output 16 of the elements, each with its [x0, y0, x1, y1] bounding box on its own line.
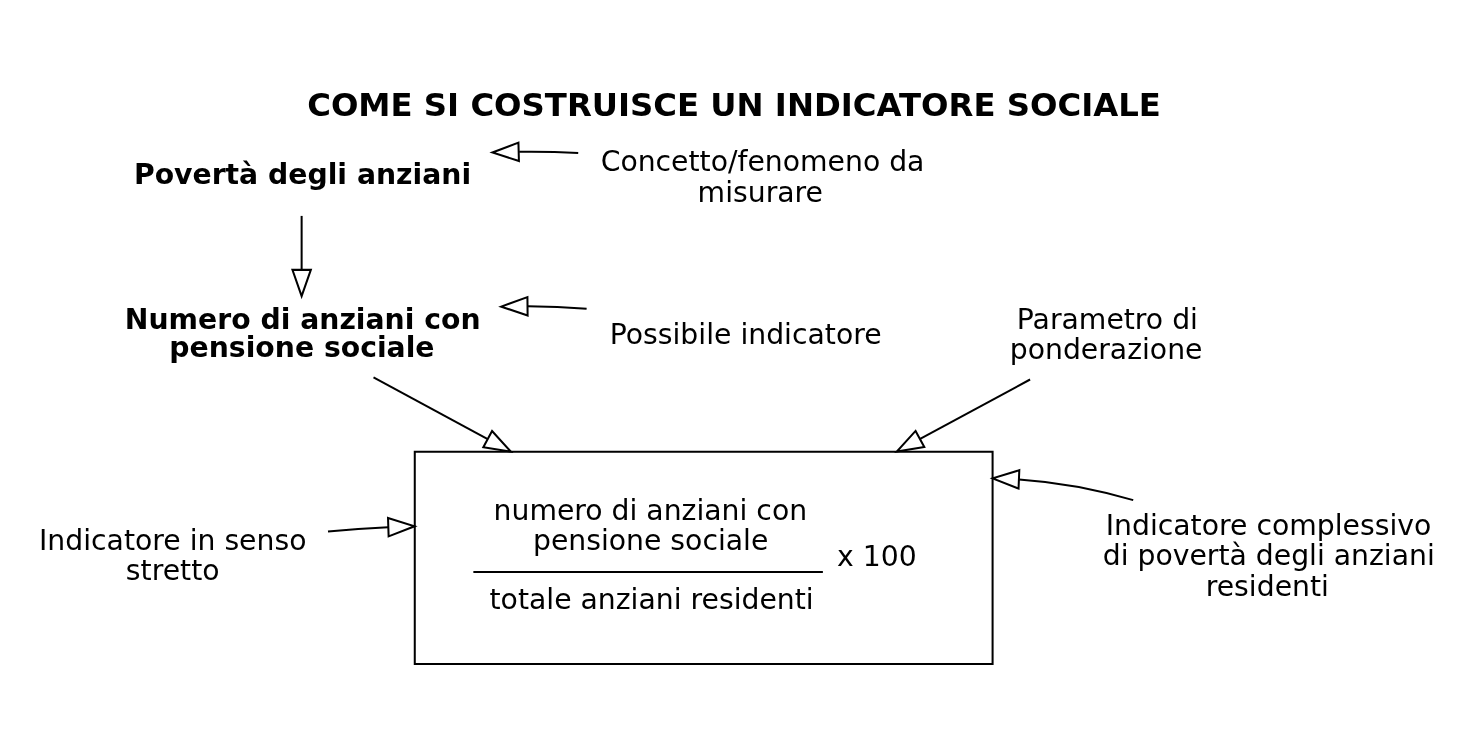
node-text: Povertà degli anziani — [133, 157, 472, 191]
node-text: Numero di anziani con pensione sociale — [124, 302, 481, 364]
diagram-title: COME SI COSTRUISCE UN INDICATORE SOCIALE — [307, 85, 1161, 124]
arrow — [894, 378, 1031, 453]
node-box: numero di anziani con pensione sociale x 100 totale anziani residenti — [413, 450, 994, 665]
node-text: Indicatore in senso stretto — [38, 523, 307, 587]
arrow — [498, 295, 587, 317]
arrow — [989, 468, 1134, 501]
arrow — [373, 376, 514, 453]
node-text: Parametro di ponderazione — [1009, 302, 1203, 366]
arrow — [489, 140, 579, 162]
arrow — [291, 215, 313, 299]
node-text: Indicatore complessivo di povertà degli anziani residenti — [1102, 508, 1435, 603]
node-text: Concetto/fenomeno da misurare — [600, 144, 925, 209]
arrow — [327, 516, 418, 538]
node-text: Possibile indicatore — [609, 317, 882, 351]
